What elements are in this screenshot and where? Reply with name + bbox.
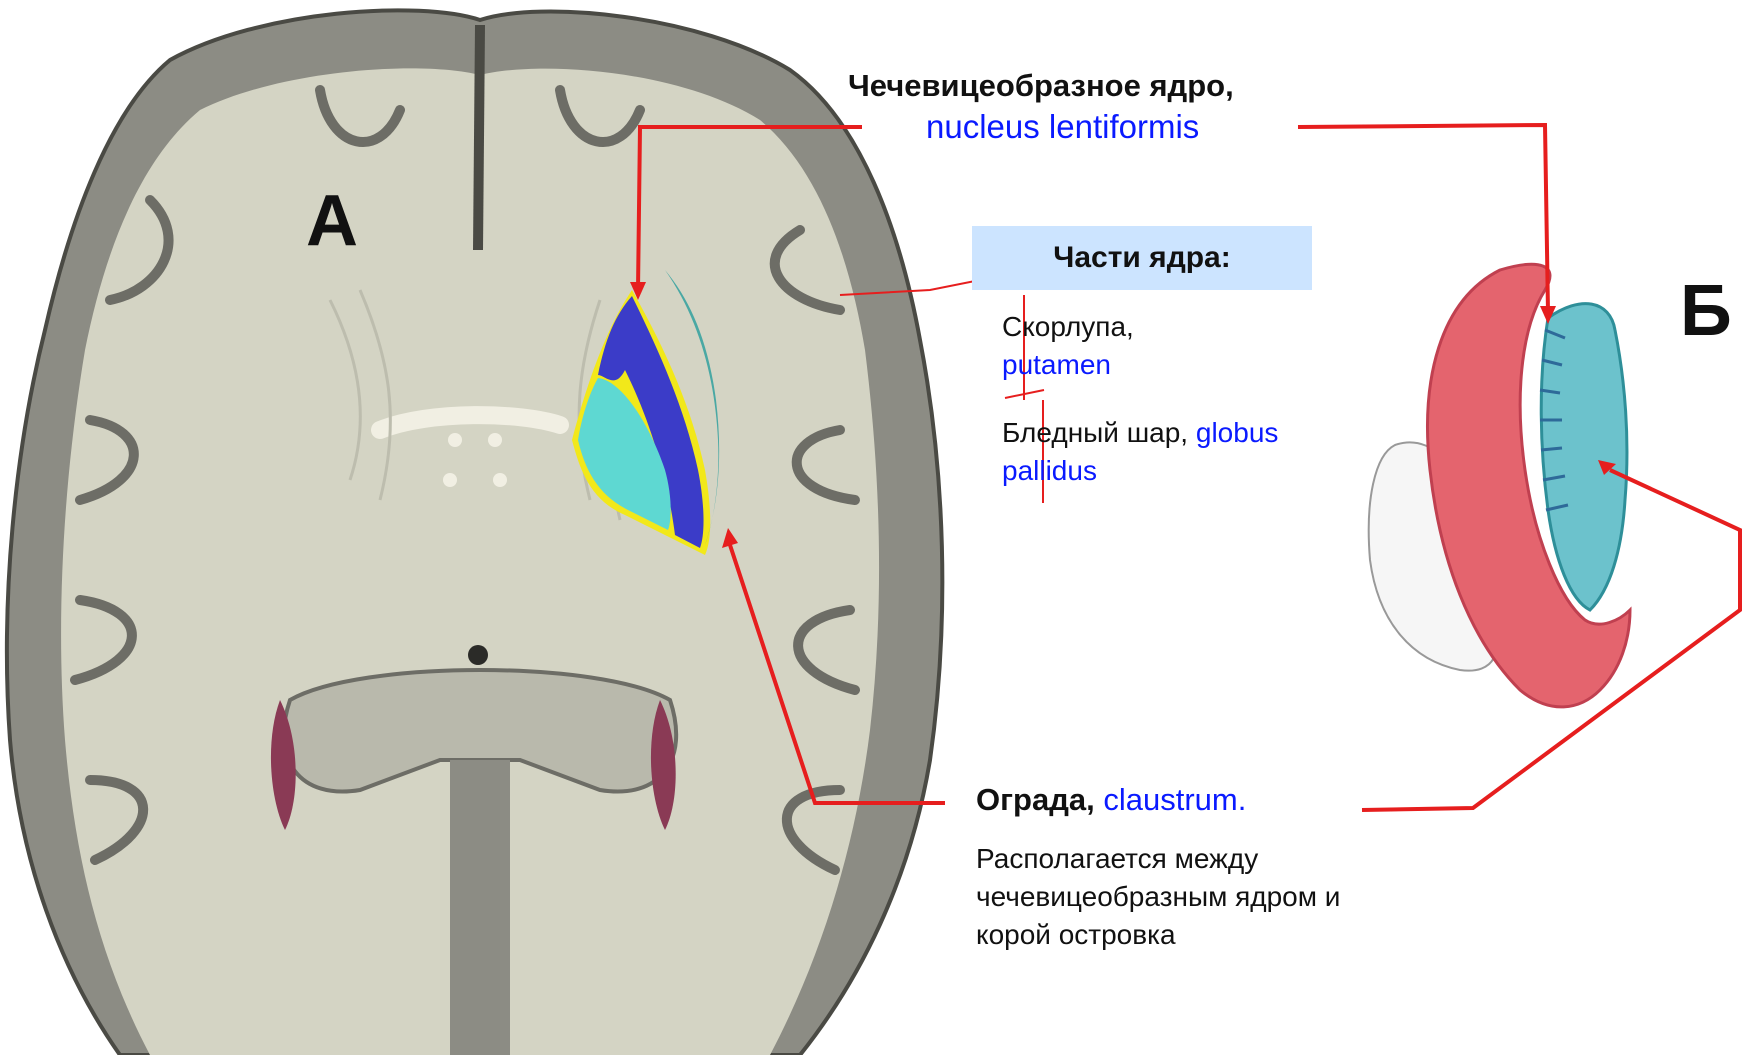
lentiform-arrow-left	[638, 127, 862, 290]
lentiform-title-lat: nucleus lentiformis	[926, 108, 1199, 146]
pallidus-ru: Бледный шар,	[1002, 417, 1188, 448]
parts-header: Части ядра:	[1053, 241, 1230, 275]
claustrum-desc-line1: Располагается между	[976, 840, 1340, 878]
panel-a-label: А	[306, 185, 358, 257]
claustrum-desc-line2: чечевицеобразным ядром и	[976, 878, 1340, 916]
pallidus-lat-2: pallidus	[1002, 452, 1278, 490]
putamen-lat: putamen	[1002, 346, 1134, 384]
claustrum-description: Располагается между чечевицеобразным ядр…	[976, 840, 1340, 954]
parts-header-box: Части ядра:	[972, 226, 1312, 290]
lentiform-title-ru: Чечевицеобразное ядро,	[848, 68, 1234, 104]
lentiform-arrow-right	[1298, 125, 1548, 312]
putamen-ru: Скорлупа,	[1002, 308, 1134, 346]
claustrum-arrowhead-left	[722, 528, 738, 548]
pallidus-lat-1: globus	[1196, 417, 1279, 448]
claustrum-title: Ограда, claustrum.	[976, 782, 1246, 818]
panel-b-label: Б	[1680, 275, 1732, 347]
putamen-label: Скорлупа, putamen	[1002, 308, 1134, 384]
pallidus-label: Бледный шар, globus pallidus	[1002, 414, 1278, 490]
claustrum-arrow-right	[1362, 470, 1740, 810]
lentiform-arrowhead-right	[1540, 306, 1556, 324]
claustrum-title-lat: claustrum.	[1103, 782, 1246, 817]
claustrum-desc-line3: корой островка	[976, 916, 1340, 954]
claustrum-title-ru: Ограда,	[976, 782, 1095, 817]
claustrum-arrow-left	[730, 545, 945, 803]
lentiform-arrowhead-left	[630, 282, 646, 300]
